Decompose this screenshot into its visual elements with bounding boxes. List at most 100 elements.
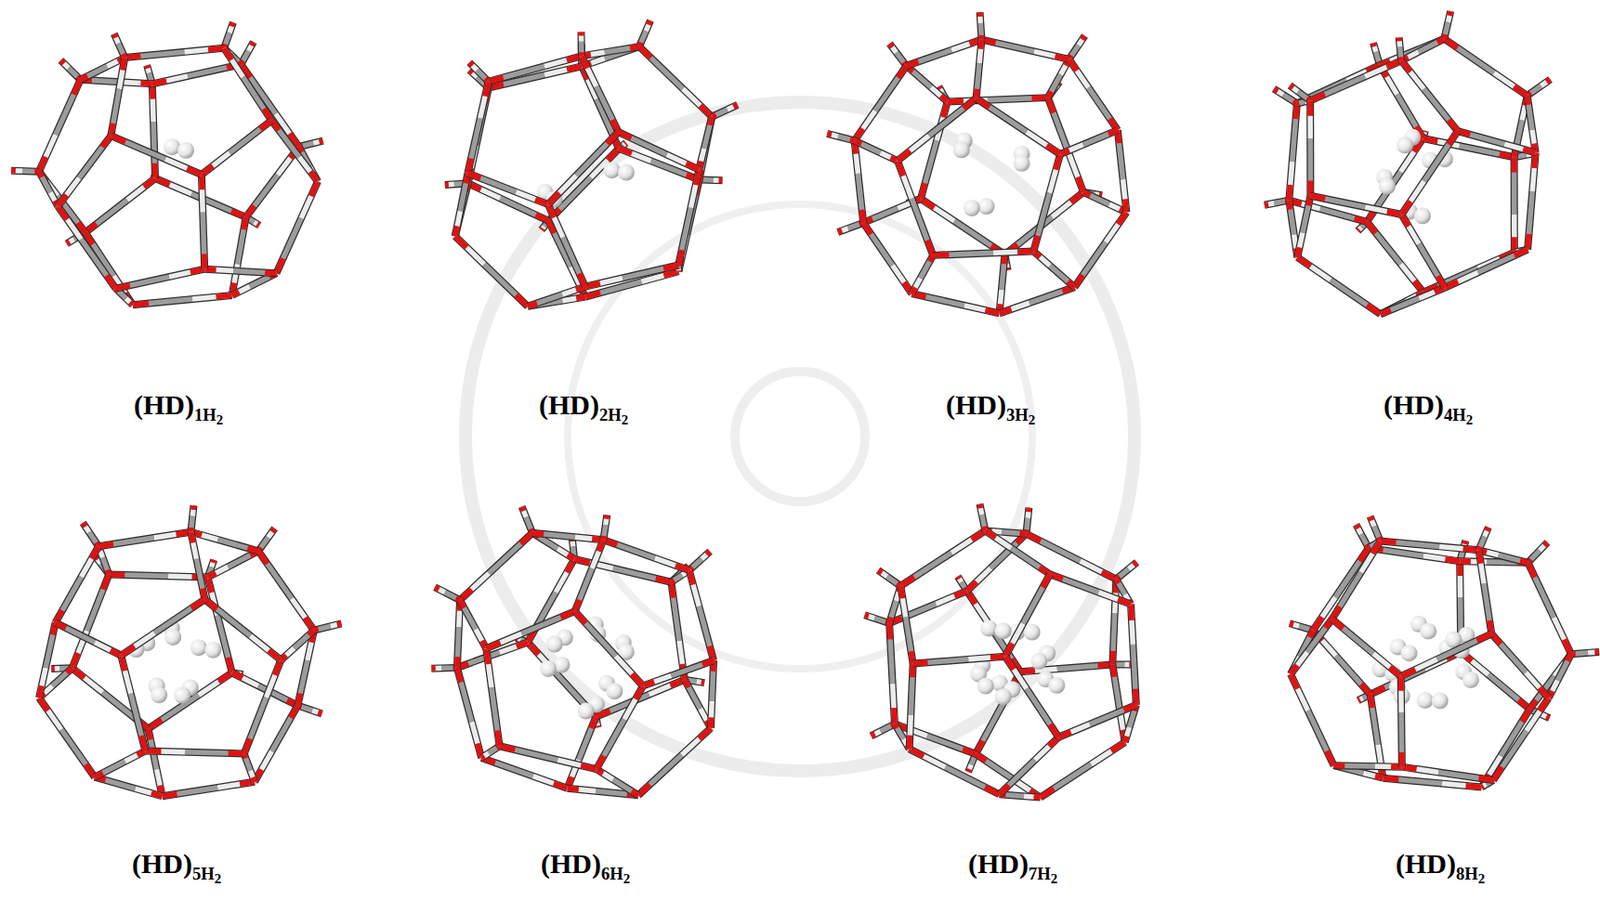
oh-bond bbox=[596, 769, 614, 780]
oxygen-atom bbox=[990, 656, 1006, 658]
bond-outline bbox=[1306, 100, 1314, 196]
bond-outline bbox=[1355, 524, 1368, 549]
h2-atom bbox=[617, 164, 635, 182]
h2-atom bbox=[1023, 624, 1041, 642]
oh-bond bbox=[475, 629, 486, 649]
bond-outline bbox=[1401, 39, 1444, 62]
hydrogen-bond bbox=[920, 140, 937, 199]
oh-bond bbox=[1401, 60, 1424, 89]
oh-bond bbox=[11, 168, 23, 174]
oh-bond bbox=[655, 558, 690, 571]
oxygen-atom bbox=[1357, 229, 1360, 232]
hydrogen-bond bbox=[1557, 654, 1572, 681]
hydrogen-bond bbox=[911, 198, 933, 256]
hydrogen-bond bbox=[457, 627, 460, 669]
hydrogen-bond bbox=[55, 577, 82, 623]
oxygen-atom bbox=[957, 577, 960, 580]
oh-bond bbox=[126, 298, 133, 305]
oh-bond bbox=[154, 532, 192, 538]
oxygen-atom bbox=[73, 79, 80, 95]
bond-outline bbox=[57, 206, 116, 289]
bond-outline bbox=[485, 648, 499, 747]
hydrogen-bond bbox=[1488, 674, 1530, 709]
oxygen-atom bbox=[57, 195, 66, 207]
oxygen-atom bbox=[264, 269, 276, 276]
oh-bond bbox=[1026, 131, 1061, 155]
bond-outline bbox=[1548, 654, 1572, 698]
bond-outline bbox=[459, 533, 533, 601]
hydrogen-bond bbox=[87, 574, 110, 630]
oh-bond bbox=[183, 48, 224, 53]
oxygen-atom bbox=[459, 590, 472, 602]
oxygen-atom bbox=[275, 258, 283, 274]
oxygen-atom bbox=[967, 590, 976, 604]
oxygen-atom bbox=[1077, 177, 1084, 193]
oxygen-atom bbox=[984, 310, 999, 314]
hydrogen-bond bbox=[932, 252, 994, 256]
oh-bond bbox=[1442, 784, 1482, 788]
oxygen-atom bbox=[1521, 708, 1530, 722]
h2-atom bbox=[1414, 207, 1431, 224]
bond-outline bbox=[485, 611, 575, 649]
bond-outline bbox=[878, 570, 901, 587]
oh-bond bbox=[1479, 550, 1484, 584]
oh-bond bbox=[1398, 676, 1404, 713]
oxygen-atom bbox=[216, 295, 233, 298]
oxygen-atom bbox=[1309, 630, 1313, 639]
oxygen-atom bbox=[148, 720, 162, 730]
oxygen-atom bbox=[900, 586, 903, 599]
hydrogen-bond bbox=[94, 777, 136, 789]
bond-outline bbox=[190, 532, 205, 601]
oh-bond bbox=[892, 683, 895, 724]
oxygen-atom bbox=[1020, 670, 1036, 672]
oh-bond bbox=[1098, 592, 1131, 605]
oh-bond bbox=[826, 133, 839, 137]
oh-bond bbox=[964, 305, 1000, 314]
hydrogen-bond bbox=[258, 550, 292, 599]
oxygen-atom bbox=[1117, 599, 1131, 604]
oxygen-atom bbox=[66, 241, 70, 244]
oxygen-atom bbox=[304, 617, 315, 631]
hydrogen-bond bbox=[1334, 762, 1376, 769]
oh-bond bbox=[1364, 207, 1402, 215]
bond-outline bbox=[152, 64, 242, 84]
oxygen-atom bbox=[670, 579, 674, 583]
hydrogen-bond bbox=[987, 97, 1049, 101]
oxygen-atom bbox=[963, 98, 977, 109]
oxygen-atom bbox=[878, 570, 882, 574]
oxygen-atom bbox=[663, 264, 679, 269]
hydrogen-bond bbox=[499, 198, 549, 222]
oh-bond bbox=[301, 181, 318, 219]
hydrogen-bond bbox=[1366, 222, 1401, 264]
oxygen-atom bbox=[675, 270, 682, 272]
bond-outline bbox=[223, 22, 234, 49]
hydrogen-bond bbox=[1527, 86, 1542, 96]
bond-outline bbox=[711, 104, 738, 118]
hydrogen-bond bbox=[1527, 95, 1533, 131]
oh-bond bbox=[118, 57, 125, 90]
bond-outline bbox=[246, 146, 300, 218]
hydrogen-bond bbox=[944, 767, 999, 795]
hydrogen-bond bbox=[1112, 664, 1120, 711]
water-cage bbox=[11, 22, 324, 305]
oxygen-atom bbox=[607, 148, 619, 160]
oh-bond bbox=[1027, 508, 1029, 519]
hydrogen-bond bbox=[1418, 39, 1445, 53]
bond-outline bbox=[434, 587, 460, 601]
oh-bond bbox=[1439, 546, 1479, 551]
bond-outline bbox=[999, 254, 1006, 314]
oxygen-atom bbox=[906, 61, 919, 66]
oh-bond bbox=[268, 528, 276, 538]
hydrogen-bond bbox=[1493, 731, 1527, 781]
oh-bond bbox=[544, 55, 582, 66]
oh-bond bbox=[548, 204, 564, 237]
bond-outline bbox=[854, 140, 898, 161]
bond-outline bbox=[1370, 516, 1381, 541]
oh-bond bbox=[39, 697, 62, 730]
oh-bond bbox=[472, 721, 483, 759]
hydrogen-bond bbox=[863, 222, 892, 266]
bond-outline bbox=[1493, 697, 1549, 781]
hydrogen-bond bbox=[80, 66, 108, 80]
oxygen-atom bbox=[1025, 508, 1032, 512]
oh-bond bbox=[1423, 556, 1460, 563]
